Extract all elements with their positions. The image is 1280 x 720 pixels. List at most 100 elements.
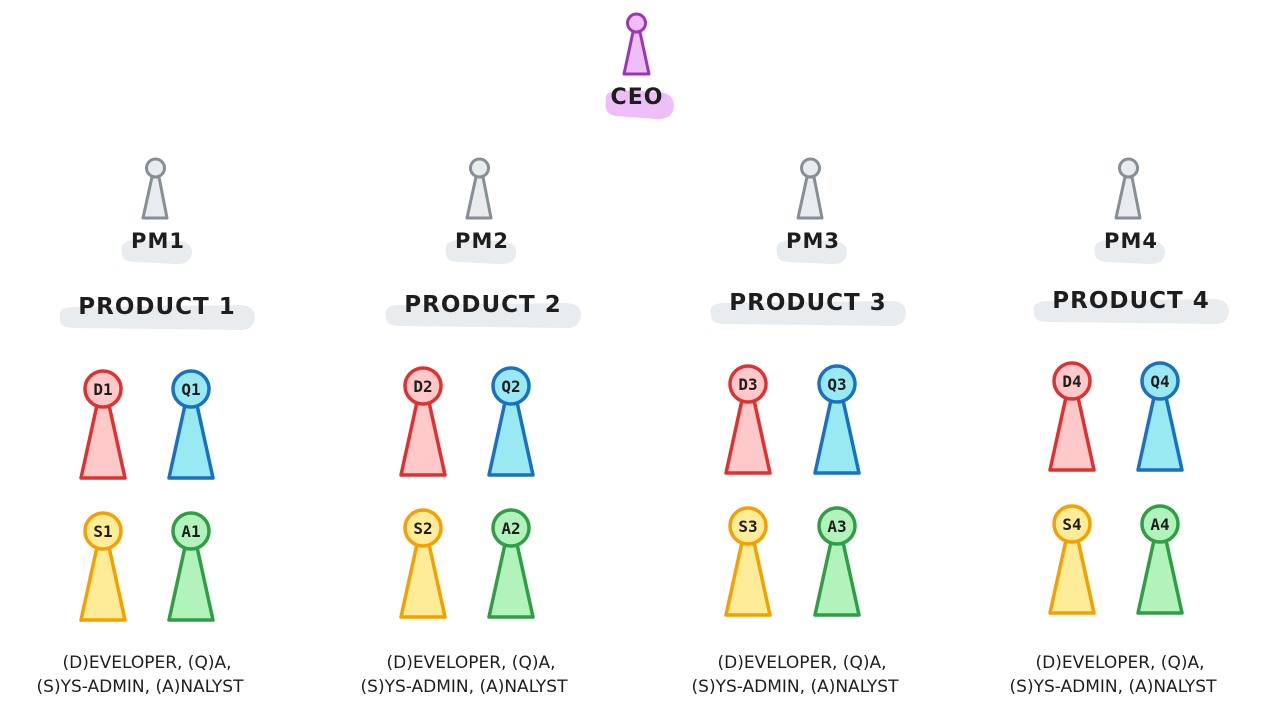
team-member-label: D3 [738,375,757,394]
pm-person-icon [796,157,824,220]
team-member-sysadmin[interactable]: S2 [399,508,447,619]
team-member-sysadmin[interactable]: S4 [1048,504,1096,615]
team-member-label: D4 [1062,372,1081,391]
team-member-label: Q3 [827,375,846,394]
ceo-label: CEO [611,85,664,110]
product-label-group[interactable]: PRODUCT 4 [1033,288,1230,325]
caption-line-1: (D)EVELOPER, (Q)A, [1035,653,1204,673]
role-legend-caption: (D)EVELOPER, (Q)A, (S)YS-ADMIN, (A)NALYST [1010,653,1218,697]
caption-line-1: (D)EVELOPER, (Q)A, [386,653,555,673]
caption-line-1: (D)EVELOPER, (Q)A, [717,653,886,673]
team-member-label: A2 [501,519,520,538]
team-member-label: A4 [1150,515,1169,534]
ceo-person-icon [622,12,651,76]
team-member-label: A3 [827,517,846,536]
product-label: PRODUCT 1 [78,294,235,320]
team-member-label: Q2 [501,377,520,396]
pm-node[interactable]: PM3 [776,157,848,265]
pm-label-highlight [1094,240,1166,265]
team-member-label: Q1 [181,380,200,399]
sysadmin-person-icon [1048,504,1096,615]
product-label-highlight [1033,299,1229,325]
pm-label-highlight [445,240,517,265]
caption-line-2: (S)YS-ADMIN, (A)NALYST [692,677,900,697]
team-member-sysadmin[interactable]: S3 [724,506,772,617]
team-member-qa[interactable]: Q4 [1136,361,1184,472]
team-member-label: D2 [413,377,432,396]
product-label-highlight [385,303,581,329]
team-member-analyst[interactable]: A4 [1136,504,1184,615]
developer-person-icon [1048,361,1096,472]
product-label: PRODUCT 4 [1052,288,1209,314]
analyst-person-icon [487,508,535,619]
team-member-label: S4 [1062,515,1081,534]
pm-person-icon [465,157,493,220]
team-member-label: S2 [413,519,432,538]
team-member-qa[interactable]: Q3 [813,364,861,475]
sysadmin-person-icon [724,506,772,617]
product-label-group[interactable]: PRODUCT 1 [59,294,256,331]
role-legend-caption: (D)EVELOPER, (Q)A,(S)YS-ADMIN, (A)NALYST [37,653,245,697]
product-label-highlight [59,305,255,331]
role-legend-caption: (D)EVELOPER, (Q)A, (S)YS-ADMIN, (A)NALYST [361,653,569,697]
product-label-group[interactable]: PRODUCT 3 [710,290,907,327]
team-member-qa[interactable]: Q1 [167,369,215,480]
product-label-group[interactable]: PRODUCT 2 [385,292,582,329]
team-member-qa[interactable]: Q2 [487,366,535,477]
pm-label: PM4 [1104,229,1158,253]
pm-node[interactable]: PM2 [445,157,517,265]
pm-node[interactable]: PM1 [121,157,193,265]
team-member-label: A1 [181,522,200,541]
pm-label: PM3 [786,229,840,253]
qa-person-icon [1136,361,1184,472]
team-member-label: Q4 [1150,372,1169,391]
product-label: PRODUCT 2 [404,292,561,318]
sysadmin-person-icon [79,511,127,622]
analyst-person-icon [1136,504,1184,615]
developer-person-icon [399,366,447,477]
caption-line-1: (D)EVELOPER, (Q)A, [62,653,231,673]
team-member-label: S1 [93,522,112,541]
developer-person-icon [724,364,772,475]
caption-line-2: (S)YS-ADMIN, (A)NALYST [1010,677,1218,697]
team-member-developer[interactable]: D4 [1048,361,1096,472]
team-member-developer[interactable]: D3 [724,364,772,475]
sysadmin-person-icon [399,508,447,619]
pm-label: PM2 [455,229,509,253]
team-member-developer[interactable]: D1 [79,369,127,480]
pm-label: PM1 [131,229,185,253]
ceo-node[interactable]: CEO [605,12,674,120]
qa-person-icon [813,364,861,475]
pm-label-highlight [776,240,848,265]
product-label: PRODUCT 3 [729,290,886,316]
team-member-analyst[interactable]: A1 [167,511,215,622]
analyst-person-icon [813,506,861,617]
caption-line-2: (S)YS-ADMIN, (A)NALYST [361,677,569,697]
team-member-analyst[interactable]: A3 [813,506,861,617]
developer-person-icon [79,369,127,480]
pm-person-icon [1114,157,1142,220]
analyst-person-icon [167,511,215,622]
team-member-sysadmin[interactable]: S1 [79,511,127,622]
pm-label-highlight [121,240,193,265]
role-legend-caption: (D)EVELOPER, (Q)A, (S)YS-ADMIN, (A)NALYST [692,653,900,697]
team-member-developer[interactable]: D2 [399,366,447,477]
ceo-label-highlight [605,90,674,120]
qa-person-icon [167,369,215,480]
team-member-label: D1 [93,380,112,399]
pm-person-icon [141,157,169,220]
pm-node[interactable]: PM4 [1094,157,1166,265]
product-label-highlight [710,301,906,327]
team-member-analyst[interactable]: A2 [487,508,535,619]
team-member-label: S3 [738,517,757,536]
